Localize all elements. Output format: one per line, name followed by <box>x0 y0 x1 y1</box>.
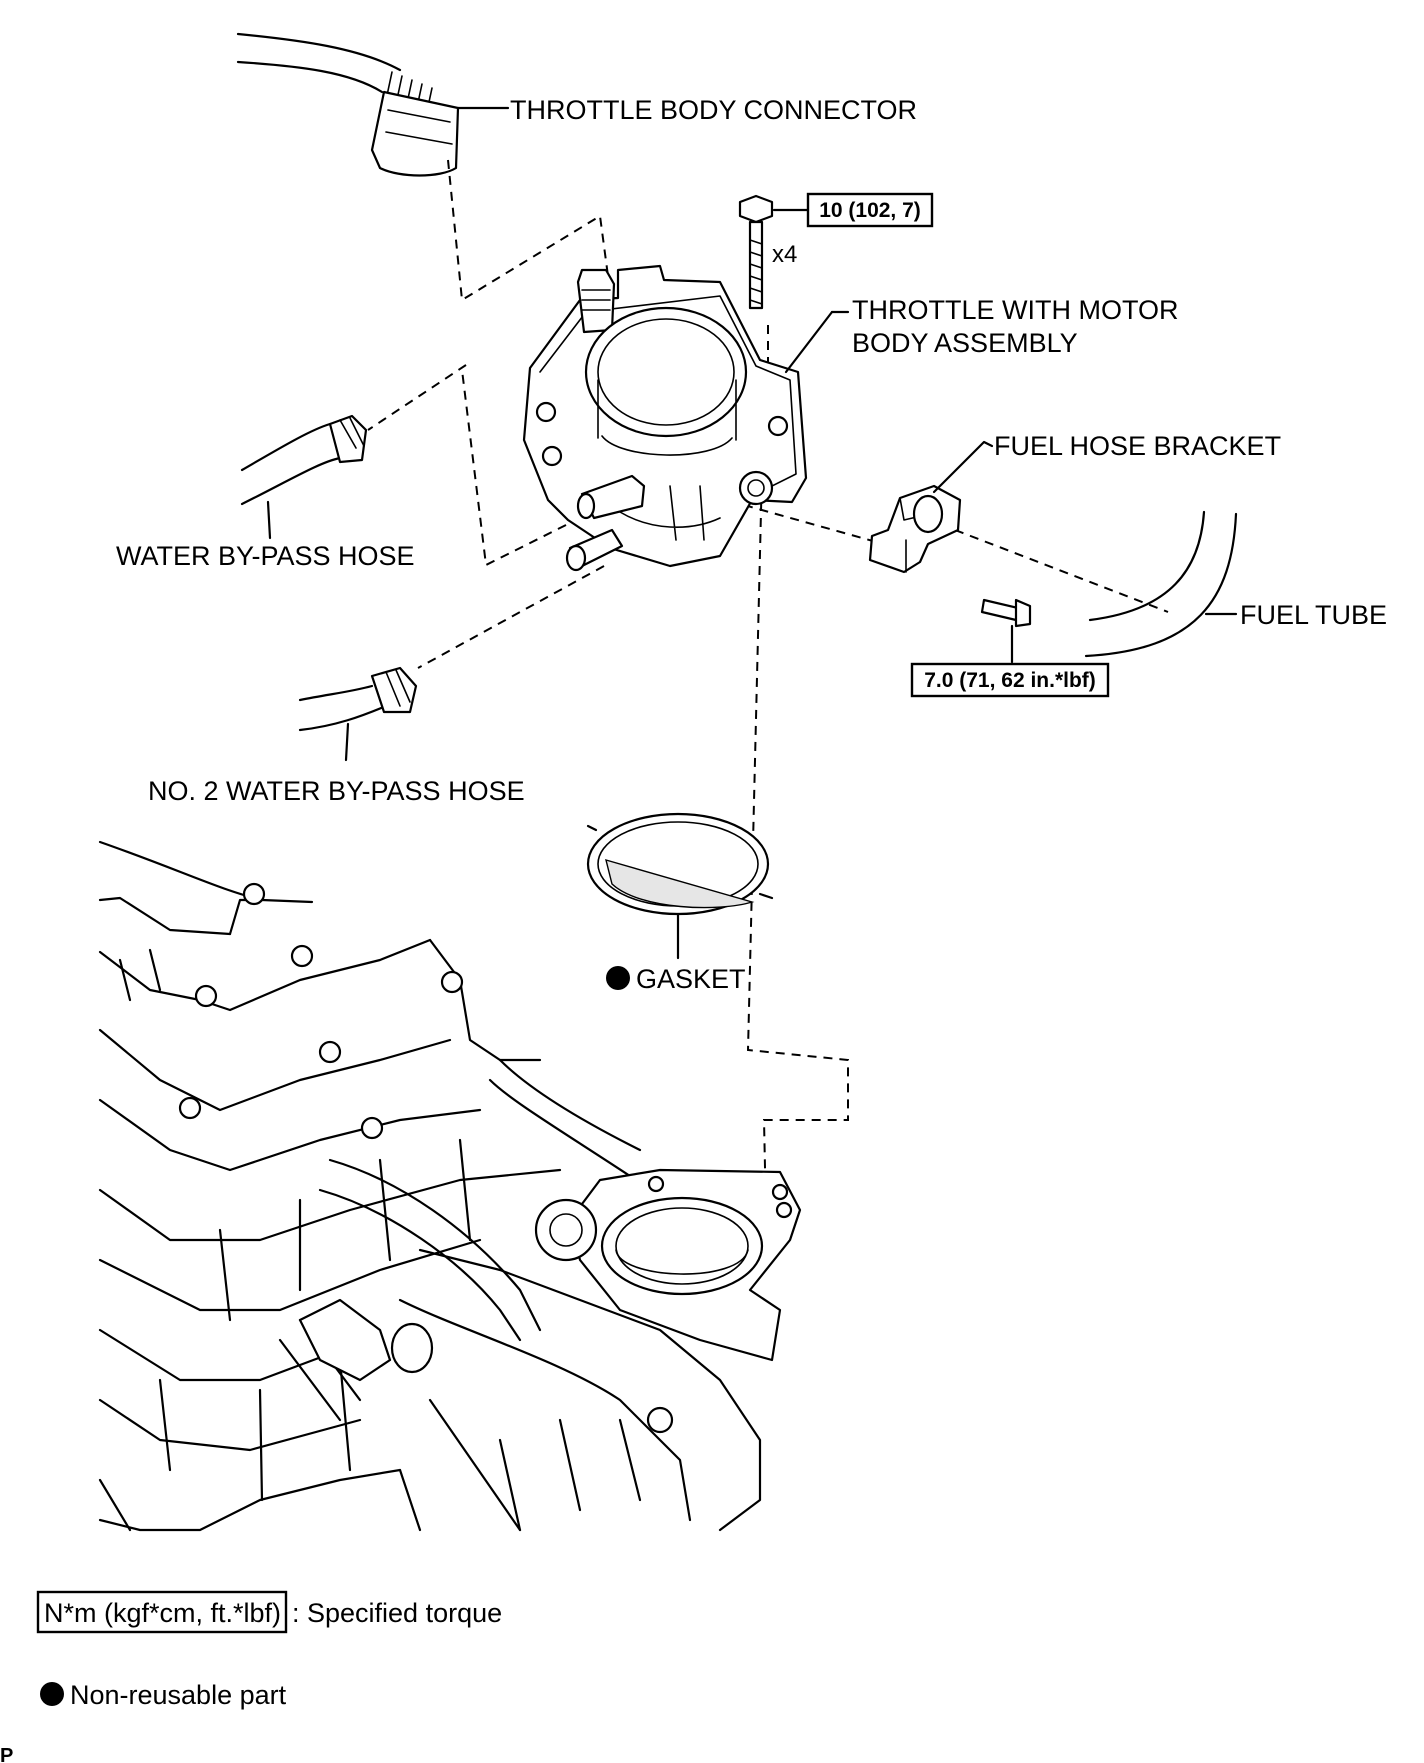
engine-intake-manifold <box>98 840 802 1532</box>
throttle-bolt <box>738 194 810 310</box>
fuel-tube <box>1084 510 1238 658</box>
bracket-bolt-torque-box: 7.0 (71, 62 in.*lbf) <box>910 662 1110 698</box>
throttle-bolt-torque: 10 (102, 7) <box>819 199 921 222</box>
throttle-assembly-label-line1: THROTTLE WITH MOTOR <box>852 295 1178 325</box>
bolt-count: x4 <box>772 241 797 268</box>
throttle-bolt-torque-box: 10 (102, 7) <box>806 192 934 228</box>
fuel-hose-bracket <box>868 440 994 574</box>
gasket-callout: GASKET <box>606 964 746 994</box>
nonreusable-legend-icon <box>40 1682 64 1706</box>
fuel-hose-bracket-label: FUEL HOSE BRACKET <box>994 431 1281 461</box>
no2-water-bypass-hose <box>298 666 418 762</box>
water-bypass-hose <box>240 414 368 540</box>
throttle-body-connector <box>236 32 510 177</box>
water-bypass-hose-label: WATER BY-PASS HOSE <box>116 541 415 571</box>
nonreusable-marker-icon <box>606 966 630 990</box>
throttle-assembly-label-line2: BODY ASSEMBLY <box>852 328 1078 358</box>
no2-water-bypass-hose-label: NO. 2 WATER BY-PASS HOSE <box>148 776 525 806</box>
fuel-tube-label: FUEL TUBE <box>1240 600 1387 630</box>
throttle-body-assembly <box>522 264 850 572</box>
throttle-body-connector-label: THROTTLE BODY CONNECTOR <box>510 95 917 125</box>
bracket-bolt-torque: 7.0 (71, 62 in.*lbf) <box>924 669 1096 692</box>
legend-torque: N*m (kgf*cm, ft.*lbf) : Specified torque <box>36 1590 502 1634</box>
legend-nonreusable-text: Non-reusable part <box>70 1680 287 1710</box>
bracket-bolt <box>980 598 1032 664</box>
legend-torque-unit: N*m (kgf*cm, ft.*lbf) <box>44 1598 281 1628</box>
legend-torque-text: : Specified torque <box>292 1598 502 1628</box>
gasket <box>586 812 774 960</box>
corner-mark: P <box>0 1745 13 1763</box>
gasket-label: GASKET <box>636 964 746 994</box>
legend-nonreusable: Non-reusable part <box>40 1680 287 1710</box>
